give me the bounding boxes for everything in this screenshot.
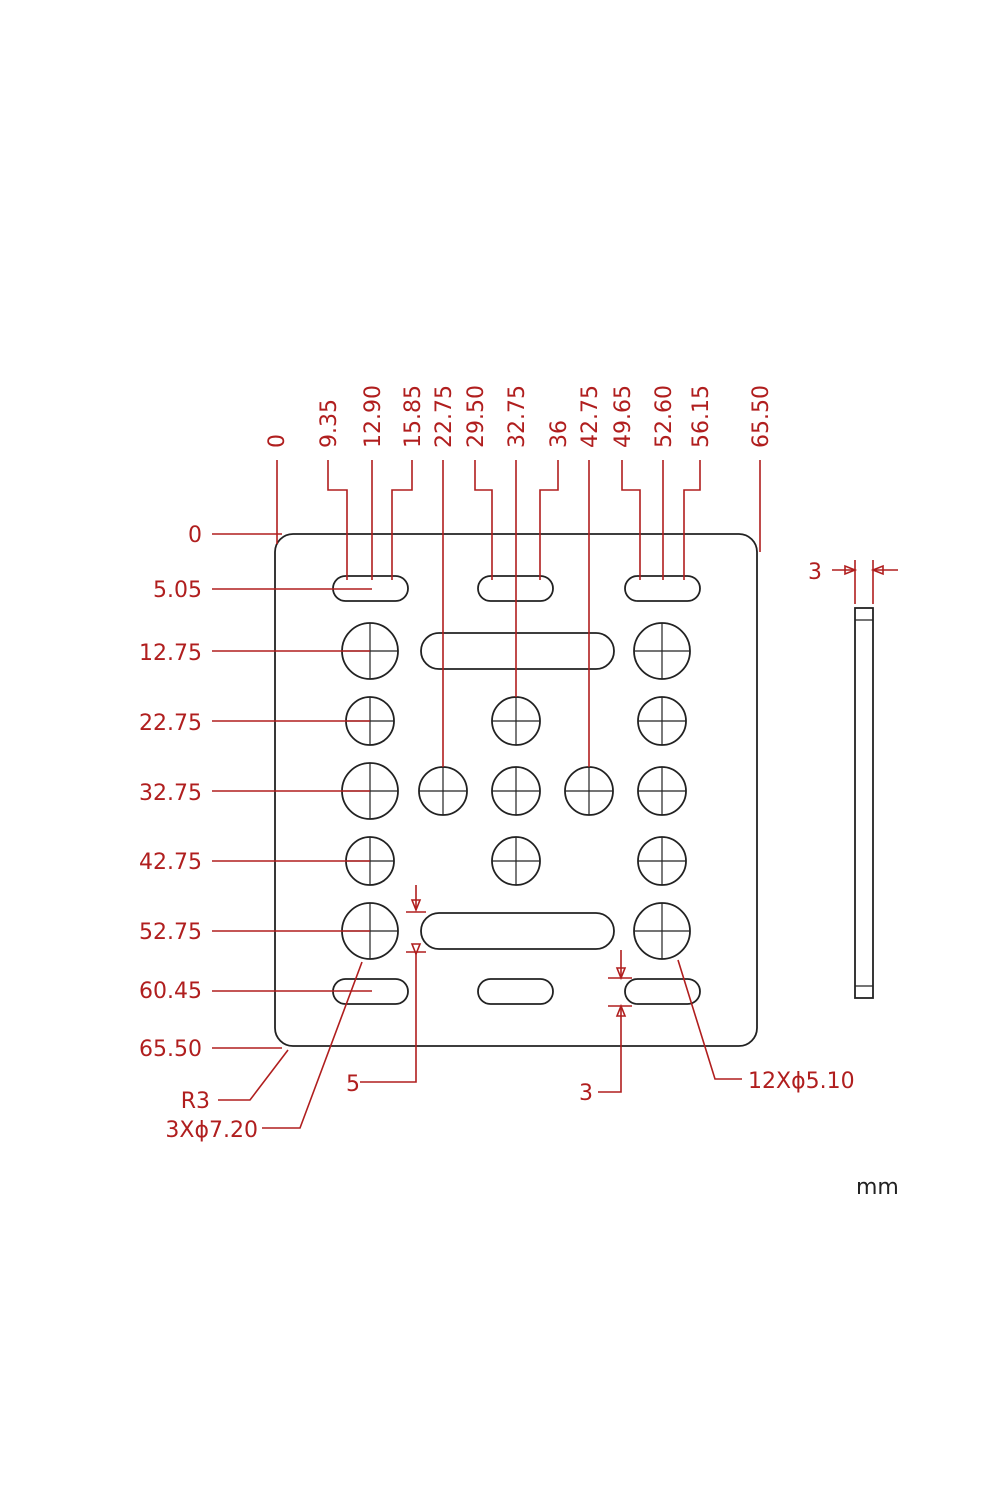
hole-small — [637, 766, 687, 816]
hole-small — [564, 766, 614, 816]
gap-5-label: 5 — [346, 1072, 360, 1097]
thickness-label: 3 — [808, 560, 822, 585]
y-dim-label: 12.75 — [139, 641, 202, 666]
hole-large — [633, 622, 691, 680]
x-dim-label: 22.75 — [432, 385, 457, 448]
y-dim-label: 0 — [188, 523, 202, 548]
hole-small — [637, 696, 687, 746]
y-dimension-labels: 0 5.05 12.75 22.75 32.75 42.75 52.75 60.… — [139, 523, 202, 1062]
y-dim-label: 5.05 — [153, 578, 202, 603]
x-dim-label: 32.75 — [505, 385, 530, 448]
x-dim-label: 65.50 — [749, 385, 774, 448]
x-dim-label: 49.65 — [611, 385, 636, 448]
hole-small — [491, 836, 541, 886]
x-dim-label: 52.60 — [652, 385, 677, 448]
y-dim-label: 65.50 — [139, 1037, 202, 1062]
y-dim-label: 42.75 — [139, 850, 202, 875]
slot-bottom-right — [624, 978, 701, 1005]
gap-3-label: 3 — [579, 1081, 593, 1106]
y-dim-label: 52.75 — [139, 920, 202, 945]
x-dim-label: 15.85 — [401, 385, 426, 448]
x-dim-label: 42.75 — [578, 385, 603, 448]
y-dim-label: 22.75 — [139, 711, 202, 736]
y-dim-label: 32.75 — [139, 781, 202, 806]
x-dim-label: 56.15 — [689, 385, 714, 448]
x-dim-label: 0 — [265, 434, 290, 448]
x-dim-label: 9.35 — [317, 399, 342, 448]
x-dim-label: 36 — [547, 420, 572, 448]
y-dim-label: 60.45 — [139, 979, 202, 1004]
side-view — [854, 607, 874, 999]
radius-label: R3 — [181, 1089, 210, 1114]
slots — [332, 575, 701, 1005]
small-hole-label: 12Xϕ5.10 — [748, 1069, 855, 1094]
hole-small — [637, 836, 687, 886]
hole-large — [633, 902, 691, 960]
large-hole-label: 3Xϕ7.20 — [165, 1118, 258, 1143]
x-dimension-labels: 0 9.35 12.90 15.85 22.75 29.50 32.75 36 … — [265, 385, 774, 448]
slot-bottom-center — [477, 978, 554, 1005]
slot-long-lower — [420, 912, 615, 950]
hole-small — [418, 766, 468, 816]
callout-labels: R3 3Xϕ7.20 12Xϕ5.10 5 3 3 — [165, 560, 854, 1143]
x-dim-label: 29.50 — [464, 385, 489, 448]
hole-small — [491, 766, 541, 816]
hole-small — [491, 696, 541, 746]
dimension-lines — [212, 460, 898, 1129]
slot-long-upper — [420, 632, 615, 670]
x-dim-label: 12.90 — [361, 385, 386, 448]
unit-label: mm — [856, 1175, 899, 1200]
